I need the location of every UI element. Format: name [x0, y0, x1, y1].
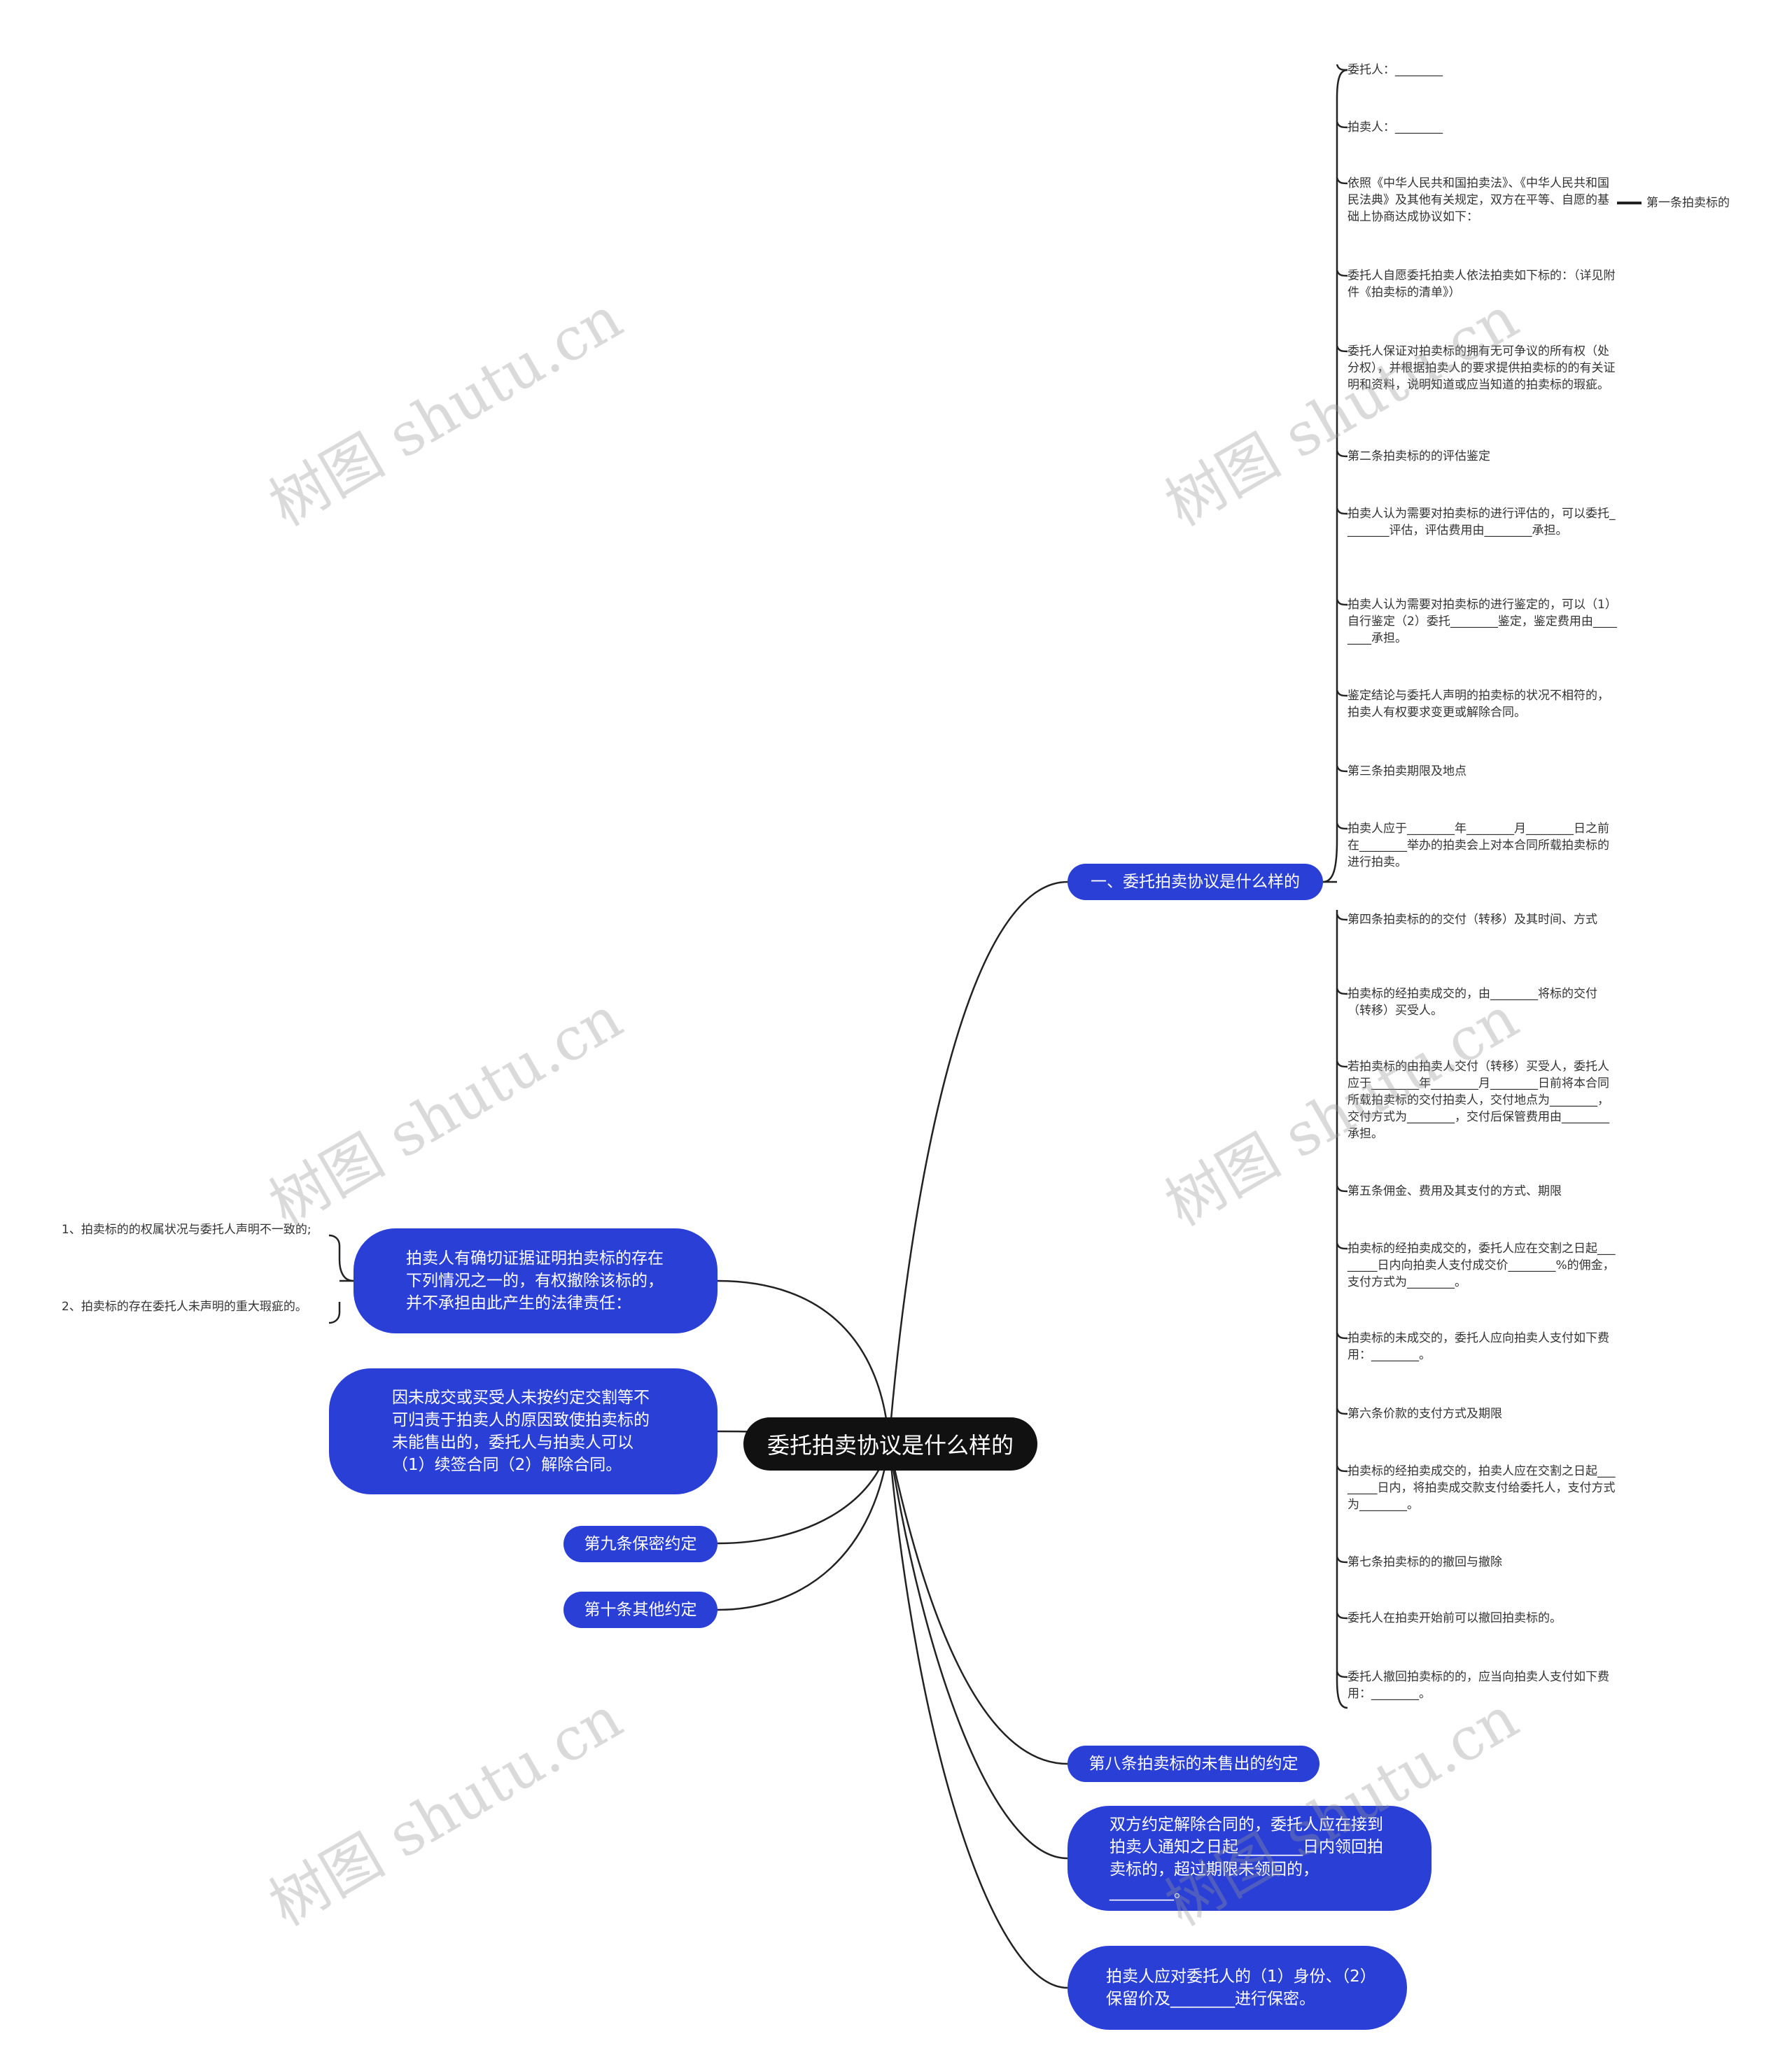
branch-node-confidential[interactable]: 拍卖人应对委托人的（1）身份、（2）保留价及________进行保密。 — [1068, 1946, 1407, 2030]
leaf-connector — [1336, 269, 1348, 277]
branch1-leaf-item: 拍卖标的未成交的，委托人应向拍卖人支付如下费用：________。 — [1348, 1331, 1609, 1362]
branch-node-9[interactable]: 第九条保密约定 — [564, 1526, 718, 1562]
leaf-connector — [1336, 1556, 1348, 1564]
link-root-left1 — [717, 1279, 890, 1444]
leaf-connector — [1336, 1671, 1348, 1678]
branch-node-10[interactable]: 第十条其他约定 — [564, 1592, 718, 1628]
branch-node-unsold[interactable]: 因未成交或买受人未按约定交割等不可归责于拍卖人的原因致使拍卖标的未能售出的，委托… — [329, 1368, 718, 1494]
branch1-leaf-item: 拍卖标的经拍卖成交的，委托人应在交割之日起________日内向拍卖人支付成交价… — [1348, 1242, 1616, 1289]
branch1-leaf-item: 若拍卖标的由拍卖人交付（转移）买受人，委托人应于________年_______… — [1348, 1060, 1609, 1141]
link-root-right3 — [888, 1443, 1068, 1860]
branch1-leaf-item: 第四条拍卖标的的交付（转移）及其时间、方式 — [1348, 913, 1597, 927]
leaf-connector — [1336, 121, 1348, 129]
branch-node-withdraw[interactable]: 拍卖人有确切证据证明拍卖标的存在下列情况之一的，有权撤除该标的，并不承担由此产生… — [354, 1228, 718, 1333]
branch1-leaf-item: 拍卖人认为需要对拍卖标的进行评估的，可以委托________评估，评估费用由__… — [1348, 507, 1616, 538]
branch1-leaf-item: 拍卖标的经拍卖成交的，由________将标的交付（转移）买受人。 — [1348, 987, 1597, 1018]
bracket-left1 — [328, 1234, 354, 1324]
branch1-leaf-item: 委托人保证对拍卖标的拥有无可争议的所有权（处分权），并根据拍卖人的要求提供拍卖标… — [1348, 344, 1616, 392]
bracket-branch1 — [1322, 69, 1348, 1709]
link-root-right4 — [888, 1443, 1068, 1989]
root-node[interactable]: 委托拍卖协议是什么样的 — [743, 1417, 1037, 1471]
leaf-left1-item: 1、拍卖标的的权属状况与委托人声明不一致的; — [62, 1223, 312, 1237]
leaf-connector — [1336, 1408, 1348, 1415]
leaf-connector — [1336, 1060, 1348, 1068]
branch1-leaf-item: 第六条价款的支付方式及期限 — [1348, 1407, 1502, 1421]
leaf-left1-item: 2、拍卖标的存在委托人未声明的重大瑕疵的。 — [62, 1300, 307, 1314]
link-root-branch1 — [888, 881, 1068, 1444]
leaf-connector — [1336, 177, 1348, 185]
leaf-connector — [1336, 1185, 1348, 1193]
leaf-connector — [1336, 1332, 1348, 1340]
branch1-leaf-item: 拍卖人认为需要对拍卖标的进行鉴定的，可以（1）自行鉴定（2）委托________… — [1348, 598, 1617, 645]
branch1-leaf-item: 委托人：________ — [1348, 63, 1443, 77]
link-root-right2 — [888, 1443, 1068, 1765]
branch1-leaf-item: 第七条拍卖标的的撤回与撤除 — [1348, 1555, 1502, 1569]
branch-node-termination[interactable]: 双方约定解除合同的，委托人应在接到拍卖人通知之日起________日内领回拍卖标… — [1068, 1806, 1432, 1911]
branch1-leaf-item: 拍卖人：________ — [1348, 120, 1443, 134]
leaf-connector — [1336, 1465, 1348, 1473]
leaf-connector — [1336, 689, 1348, 697]
branch1-leaf-item: 依照《中华人民共和国拍卖法》、《中华人民共和国民法典》及其他有关规定，双方在平等… — [1348, 176, 1609, 224]
leaf-item3-child: 第一条拍卖标的 — [1646, 196, 1730, 210]
leaf-connector — [1336, 345, 1348, 353]
leaf-connector — [1336, 450, 1348, 458]
leaf-connector — [1336, 507, 1348, 515]
leaf-connector — [1336, 822, 1348, 830]
branch1-leaf-item: 第三条拍卖期限及地点 — [1348, 764, 1466, 778]
branch1-leaf-item: 第二条拍卖标的的评估鉴定 — [1348, 449, 1490, 463]
leaf-connector — [1336, 1612, 1348, 1620]
branch1-leaf-item: 鉴定结论与委托人声明的拍卖标的状况不相符的，拍卖人有权要求变更或解除合同。 — [1348, 689, 1609, 720]
leaf-connector — [1336, 913, 1348, 921]
branch-node-1[interactable]: 一、委托拍卖协议是什么样的 — [1068, 864, 1323, 900]
branch1-leaf-item: 委托人自愿委托拍卖人依法拍卖如下标的：（详见附件《拍卖标的清单》） — [1348, 269, 1616, 300]
leaf-connector — [1336, 64, 1348, 71]
leaf-connector — [1336, 765, 1348, 773]
branch1-leaf-item: 第五条佣金、费用及其支付的方式、期限 — [1348, 1184, 1562, 1198]
leaf-connector — [1336, 988, 1348, 995]
branch1-leaf-item: 拍卖人应于________年________月________日之前在_____… — [1348, 822, 1609, 869]
branch1-leaf-item: 委托人撤回拍卖标的的，应当向拍卖人支付如下费用：________。 — [1348, 1670, 1609, 1701]
link-root-left4 — [717, 1443, 890, 1611]
branch-node-8[interactable]: 第八条拍卖标的未售出的约定 — [1068, 1746, 1320, 1782]
branch1-leaf-item: 委托人在拍卖开始前可以撤回拍卖标的。 — [1348, 1611, 1562, 1625]
leaf-connector — [1336, 598, 1348, 606]
branch1-leaf-item: 拍卖标的经拍卖成交的，拍卖人应在交割之日起________日内，将拍卖成交款支付… — [1348, 1464, 1616, 1512]
leaf-connector — [1336, 1242, 1348, 1250]
